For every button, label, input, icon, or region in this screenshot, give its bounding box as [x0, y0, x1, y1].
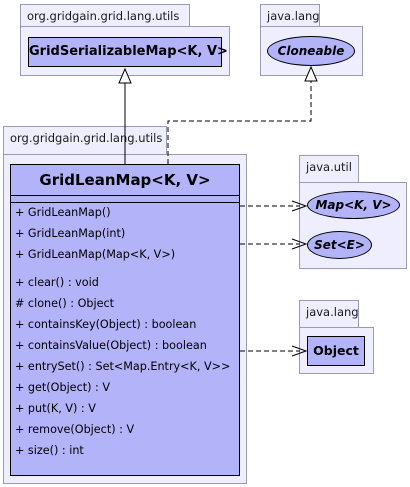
inheritance-arrowhead: [118, 67, 132, 84]
interface-cloneable[interactable]: Cloneable: [267, 36, 355, 66]
class-name: GridSerializableMap<K, V>: [29, 44, 228, 59]
package-tab-java-util: java.util: [299, 155, 359, 183]
realization-line: [167, 81, 312, 164]
interface-map[interactable]: Map<K, V>: [307, 191, 400, 219]
class-name: Map<K, V>: [315, 198, 392, 212]
method-item: + containsValue(Object) : boolean: [15, 339, 207, 352]
package-label: org.gridgain.grid.lang.utils: [10, 131, 163, 145]
class-grid-lean-map[interactable]: GridLeanMap<K, V> + GridLeanMap() + Grid…: [10, 164, 240, 476]
class-name: Set<E>: [314, 238, 365, 252]
class-name: Cloneable: [277, 44, 345, 58]
package-tab-lang-bottom: java.lang: [299, 300, 359, 328]
dependency-arrowhead: [291, 200, 308, 212]
method-item: # clone() : Object: [15, 297, 115, 310]
package-label: java.util: [306, 160, 352, 174]
dependency-arrowhead: [291, 345, 308, 357]
method-item: + size() : int: [15, 444, 84, 457]
constructor-item: + GridLeanMap(int): [15, 227, 126, 240]
package-tab-utils-main: org.gridgain.grid.lang.utils: [3, 126, 167, 155]
class-name: Object: [313, 343, 359, 358]
realization-arrowhead: [304, 65, 318, 82]
class-divider: [11, 202, 239, 203]
class-grid-serializable-map[interactable]: GridSerializableMap<K, V>: [28, 37, 228, 67]
method-item: + entrySet() : Set<Map.Entry<K, V>>: [15, 360, 231, 373]
method-item: + put(K, V) : V: [15, 402, 96, 415]
interface-set[interactable]: Set<E>: [307, 231, 372, 259]
method-item: + clear() : void: [15, 276, 99, 289]
constructor-item: + GridLeanMap(): [15, 206, 111, 219]
class-divider: [11, 195, 239, 196]
dependency-arrowhead: [291, 238, 308, 250]
constructor-item: + GridLeanMap(Map<K, V>): [15, 248, 176, 261]
method-item: + remove(Object) : V: [15, 423, 135, 436]
package-label: java.lang: [306, 305, 359, 319]
method-item: + get(Object) : V: [15, 381, 111, 394]
constructor-list: + GridLeanMap() + GridLeanMap(int) + Gri…: [15, 206, 175, 269]
package-label: org.gridgain.grid.lang.utils: [27, 9, 180, 23]
method-list: + clear() : void # clone() : Object + co…: [15, 276, 230, 465]
method-item: + containsKey(Object) : boolean: [15, 318, 197, 331]
class-object[interactable]: Object: [307, 336, 365, 366]
package-tab-utils-top: org.gridgain.grid.lang.utils: [20, 4, 190, 27]
package-label: java.lang: [267, 9, 320, 23]
class-name: GridLeanMap<K, V>: [39, 171, 211, 189]
